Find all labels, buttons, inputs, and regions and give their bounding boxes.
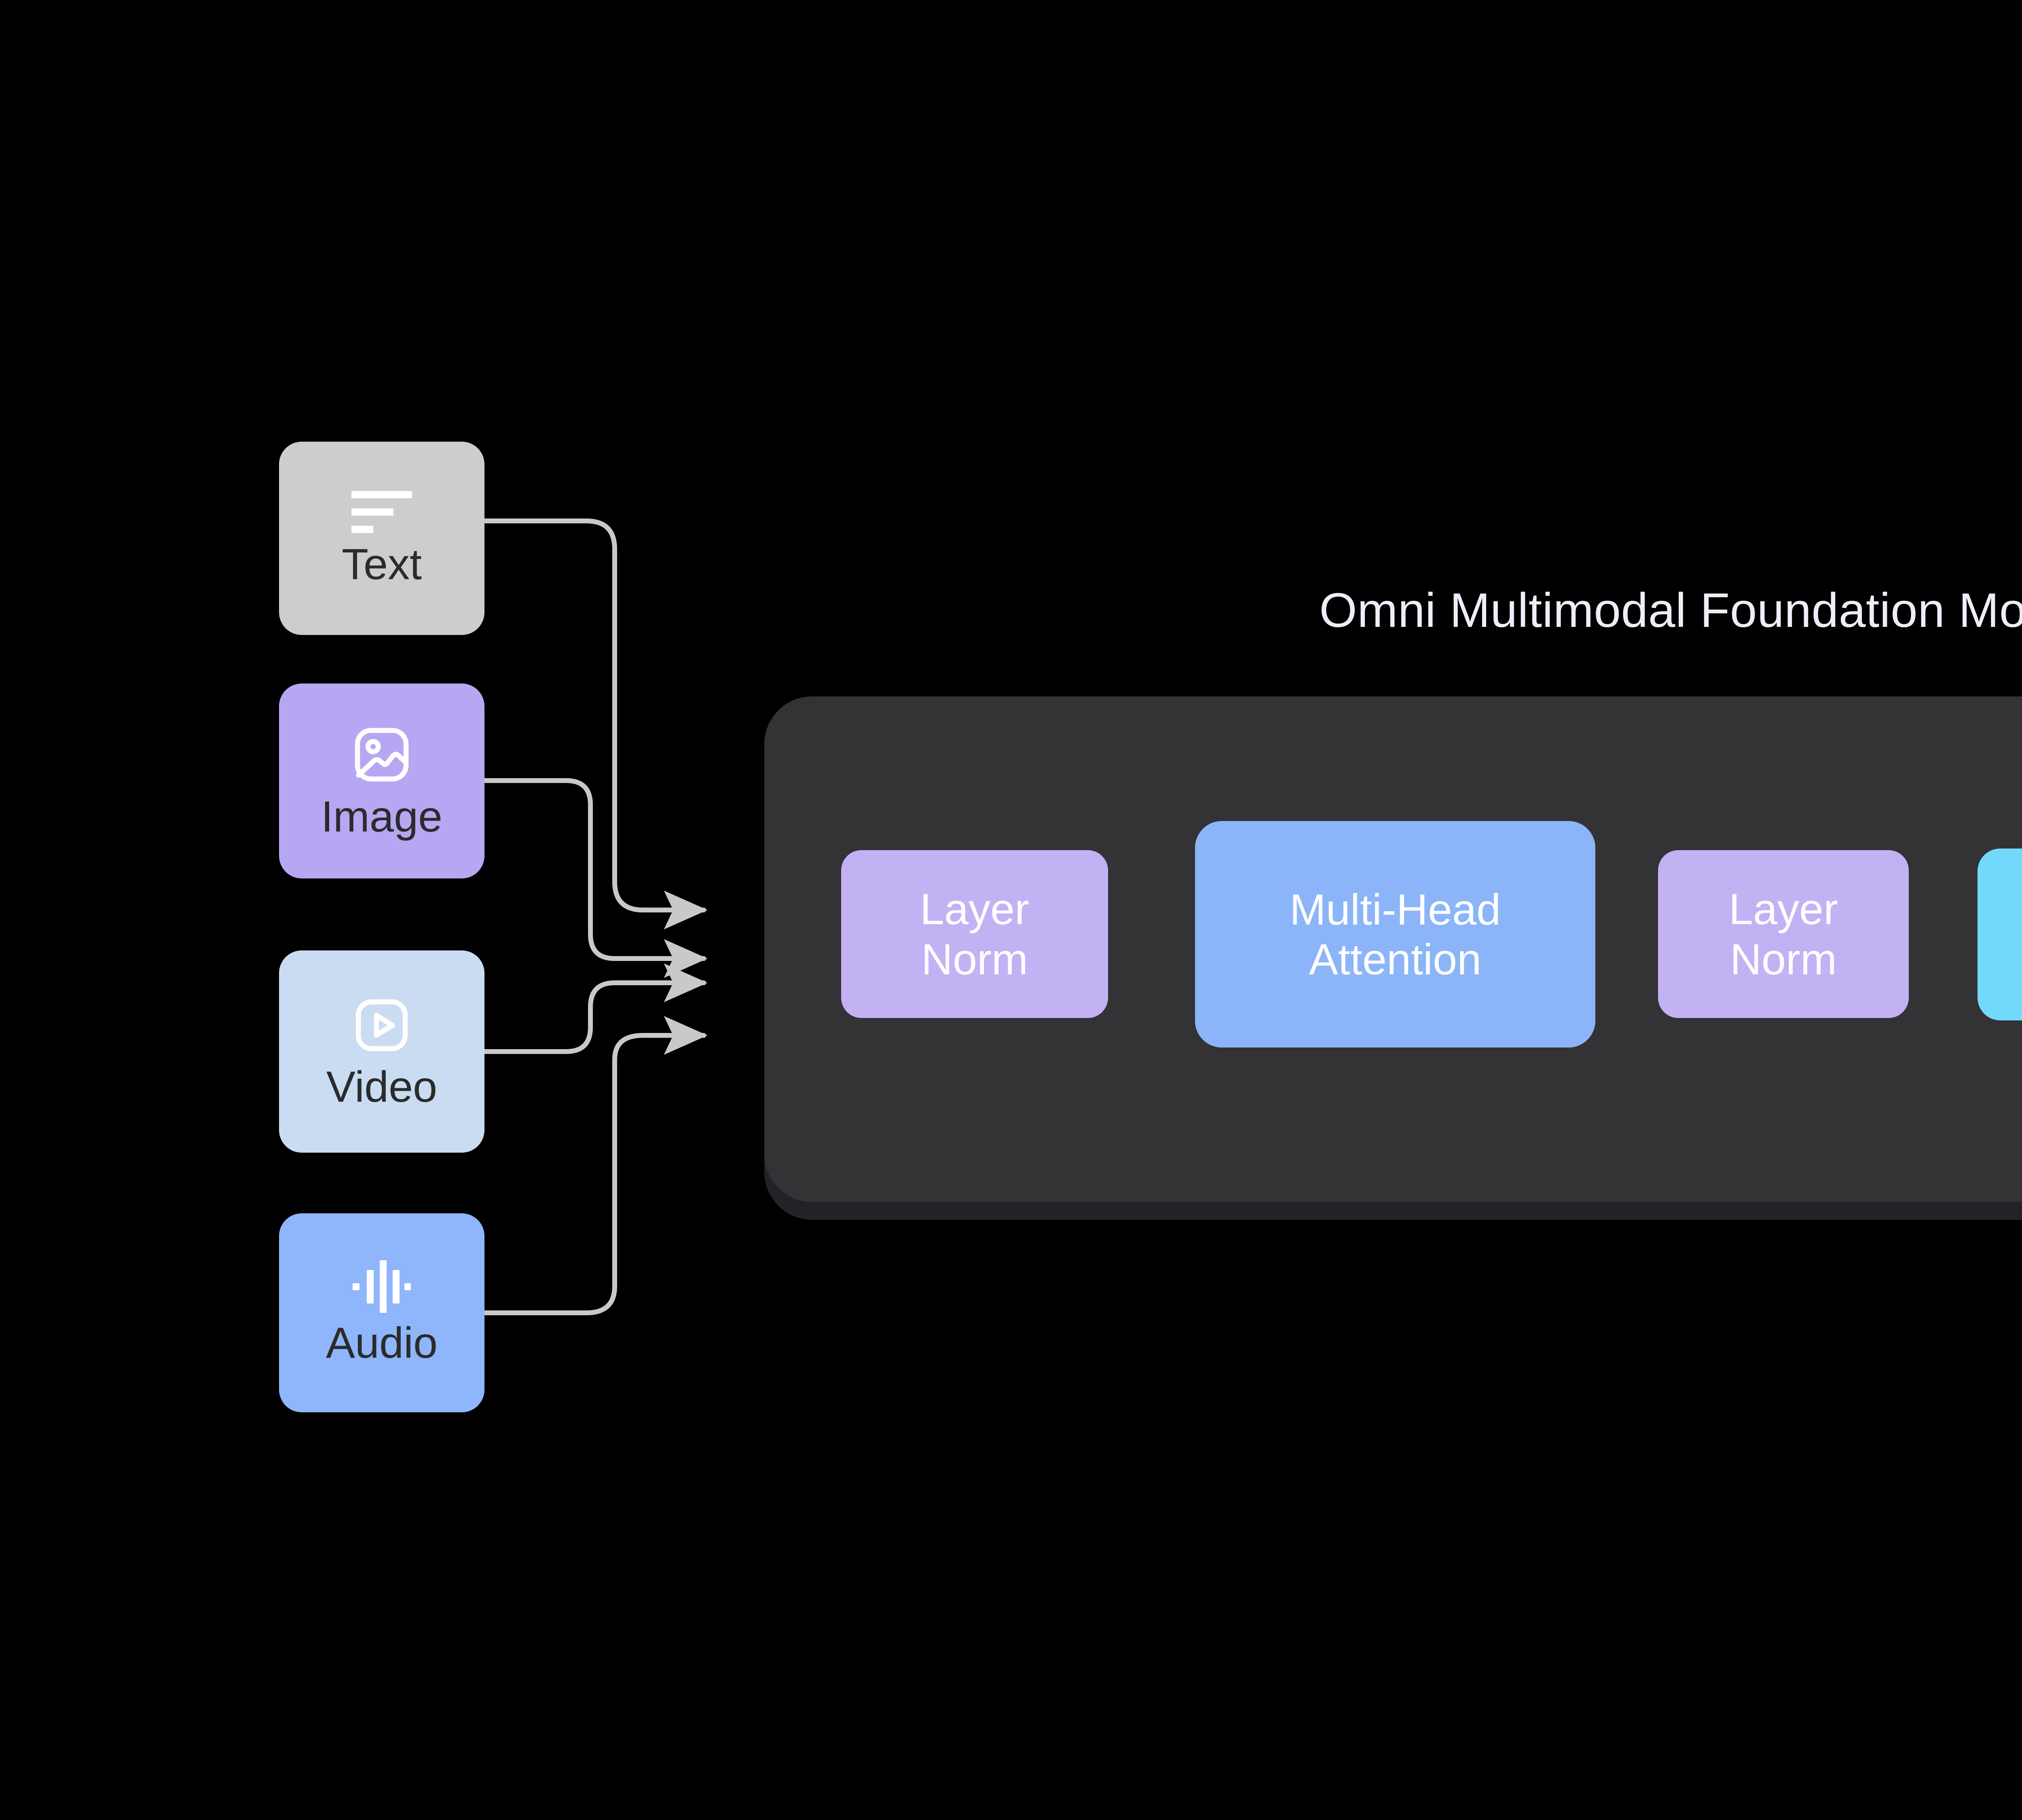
wire-video-to-model — [482, 963, 708, 1054]
input-card-video[interactable]: Video — [279, 950, 484, 1153]
wire-audio-to-model — [482, 1016, 708, 1315]
input-label-image: Image — [321, 792, 443, 841]
model-title: Omni Multimodal Foundation Model — [1319, 583, 2022, 637]
input-label-audio: Audio — [326, 1318, 438, 1367]
input-label-video: Video — [326, 1062, 438, 1111]
input-card-text[interactable]: Text — [279, 442, 484, 635]
wire-image-to-model — [482, 778, 708, 978]
input-card-audio[interactable]: Audio — [279, 1213, 484, 1412]
picture-icon — [349, 722, 414, 787]
input-card-image[interactable]: Image — [279, 684, 484, 878]
block-feed-forward[interactable]: FeedForward — [1978, 849, 2022, 1020]
wire-text-to-model — [482, 518, 708, 929]
play-square-icon — [350, 993, 414, 1057]
text-lines-icon — [351, 489, 412, 535]
input-label-text: Text — [341, 540, 422, 589]
waveform-icon — [352, 1260, 412, 1313]
